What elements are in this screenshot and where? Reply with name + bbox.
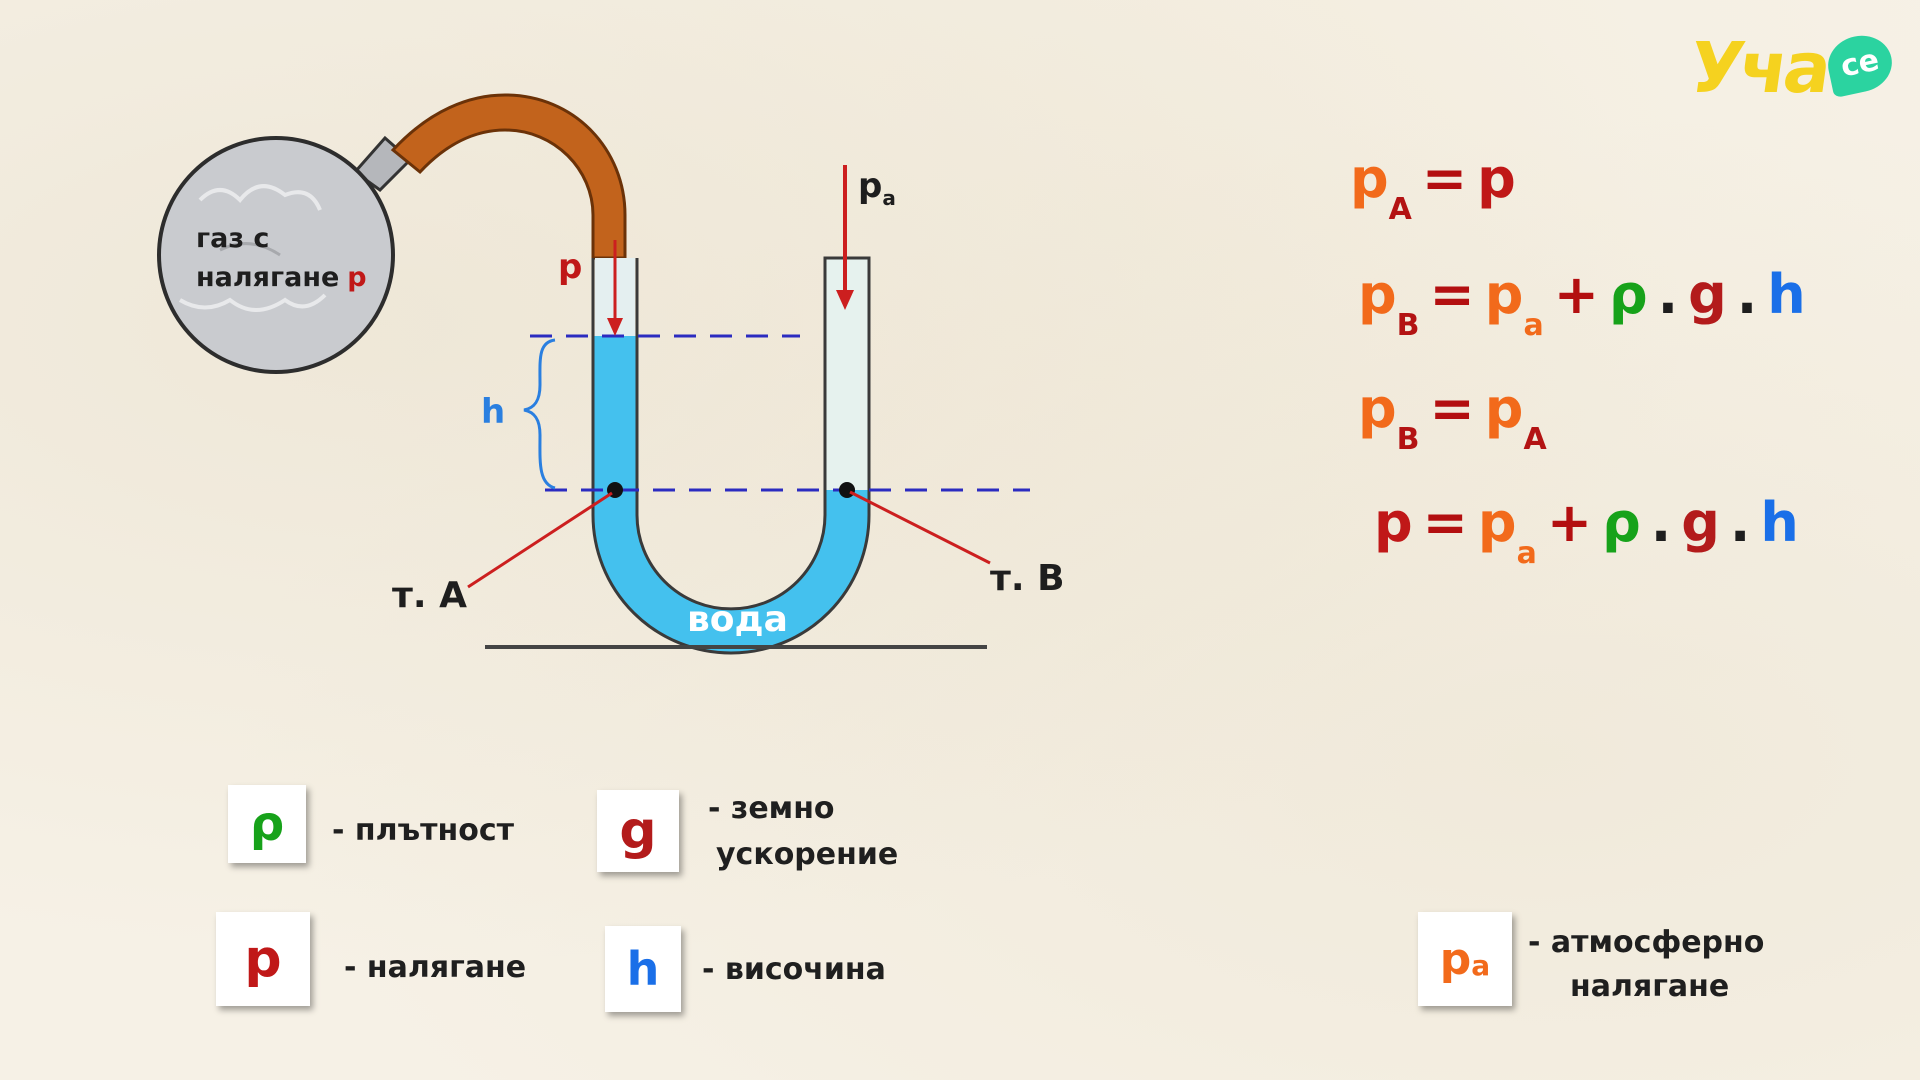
atm-arrow: [836, 165, 854, 310]
formula-3-eq: =: [1429, 377, 1475, 440]
formula-3-sub: B: [1396, 422, 1420, 457]
legend-atm-text-1: - атмосферно: [1528, 925, 1765, 960]
formula-2-p: p: [1358, 263, 1397, 326]
formula-4-eq: =: [1422, 491, 1468, 554]
legend-gravity-text-1: - земно: [708, 791, 835, 826]
formula-2-dot2: .: [1736, 263, 1758, 326]
formula-3: pB=pA: [1358, 382, 1547, 455]
point-b-label: т. B: [990, 558, 1065, 599]
legend-atm-symbol-sub: a: [1471, 948, 1491, 982]
formula-4-rho: ρ: [1602, 491, 1641, 554]
point-b-pointer: [849, 490, 991, 565]
formula-4-pa-sub: a: [1516, 536, 1537, 571]
formula-3-p: p: [1358, 377, 1397, 440]
point-a-pointer: [467, 491, 613, 589]
height-label: h: [481, 392, 505, 432]
formula-2-plus: +: [1553, 263, 1599, 326]
formula-1-eq: =: [1421, 147, 1468, 210]
legend-height-text: - височина: [702, 952, 886, 987]
legend-pressure-text: - налягане: [344, 950, 527, 985]
formula-1-rhs: p: [1477, 147, 1516, 210]
formula-1-sub: A: [1388, 192, 1412, 227]
pressure-arrow: [607, 240, 623, 336]
formula-2-rho: ρ: [1608, 263, 1648, 326]
formula-4: p=pa+ρ.g.h: [1374, 496, 1799, 569]
formula-2-pa: p: [1484, 263, 1524, 326]
point-b: [839, 482, 855, 498]
formula-2-dot1: .: [1657, 263, 1679, 326]
logo-badge: се: [1822, 29, 1898, 99]
legend-height-card: h: [605, 926, 681, 1012]
formula-2-pa-sub: a: [1523, 308, 1544, 343]
legend-atm-symbol: p: [1439, 933, 1472, 985]
height-brace: [523, 338, 556, 490]
legend-density-text: - плътност: [332, 813, 515, 848]
atm-label: pa: [858, 166, 896, 210]
logo-text: Уча: [1684, 27, 1834, 109]
rubber-hose: [390, 93, 627, 260]
legend-pressure-card: p: [216, 912, 310, 1006]
formula-2-g: g: [1688, 263, 1727, 326]
legend-atm-text-2: налягане: [1570, 969, 1730, 1004]
formula-4-dot1: .: [1650, 491, 1672, 554]
legend-gravity-text-2: ускорение: [716, 837, 899, 872]
formula-4-p: p: [1374, 491, 1413, 554]
formula-4-pa: p: [1477, 491, 1517, 554]
formula-2-sub: B: [1396, 308, 1420, 343]
formula-4-dot2: .: [1729, 491, 1751, 554]
point-a-label: т. A: [392, 575, 467, 616]
formula-3-rhs-sub: A: [1523, 422, 1547, 457]
formula-4-h: h: [1760, 491, 1799, 554]
formula-1-p: p: [1350, 147, 1389, 210]
u-tube: [591, 256, 871, 655]
formula-4-g: g: [1681, 491, 1720, 554]
formula-3-rhs: p: [1484, 377, 1524, 440]
formula-2-h: h: [1767, 263, 1806, 326]
legend-gravity-card: g: [597, 790, 679, 872]
brand-logo: Уча се: [1684, 27, 1900, 109]
formula-2-eq: =: [1429, 263, 1475, 326]
water-label: вода: [687, 599, 788, 640]
formula-2: pB=pa+ρ.g.h: [1358, 268, 1806, 341]
formula-4-plus: +: [1546, 491, 1593, 554]
gas-bulb: [157, 135, 413, 374]
legend-density-card: ρ: [228, 785, 306, 863]
formula-1: pA=p: [1350, 152, 1516, 225]
gas-label-line1: газ с: [196, 223, 269, 254]
pressure-label: p: [558, 247, 582, 287]
